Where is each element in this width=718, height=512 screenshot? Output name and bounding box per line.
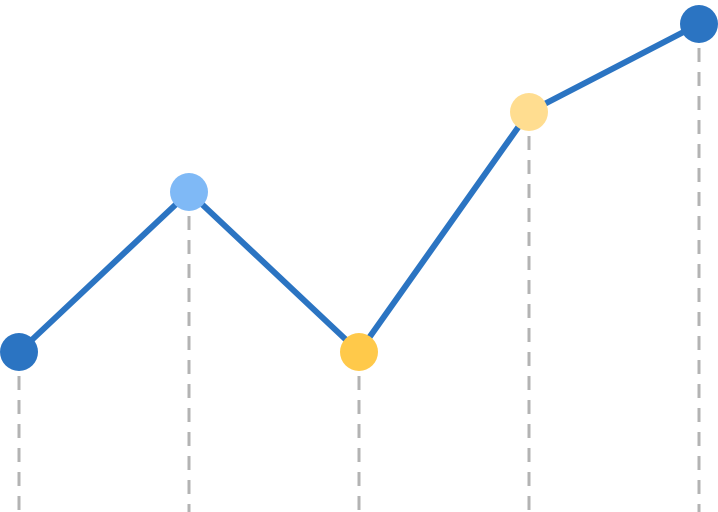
data-point-4	[510, 93, 548, 131]
series-line	[16, 21, 702, 355]
guide-lines	[17, 48, 701, 512]
data-points	[0, 5, 718, 371]
data-point-1	[0, 333, 38, 371]
data-point-5	[680, 5, 718, 43]
data-point-3	[340, 333, 378, 371]
data-point-2	[170, 173, 208, 211]
